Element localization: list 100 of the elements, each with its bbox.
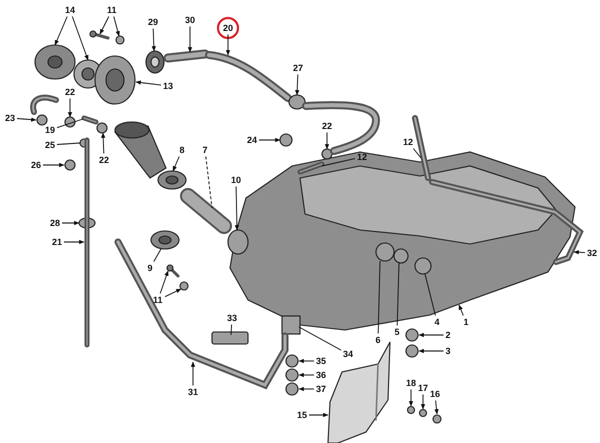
callout-number: 18 (405, 378, 418, 388)
callout-number: 22 (98, 154, 110, 166)
leader-line (56, 118, 84, 128)
hose-clamp (36, 114, 48, 126)
leader-line (298, 326, 342, 351)
callout-number: 3 (444, 346, 452, 356)
callout-number: 27 (292, 62, 304, 74)
leader-line (42, 162, 65, 168)
flange (157, 170, 187, 190)
leader-line (408, 389, 414, 407)
callout-number: 36 (315, 370, 328, 380)
callout-number: 35 (315, 356, 328, 366)
callout-number: 16 (429, 388, 442, 400)
washer (406, 406, 416, 414)
leader-line (190, 361, 196, 386)
leader-line (62, 220, 80, 226)
hose (30, 94, 59, 115)
washer (285, 354, 299, 368)
filler-hose (180, 188, 232, 234)
leader-line (298, 386, 314, 392)
pipe (412, 115, 431, 181)
callout-number: 24 (246, 134, 258, 146)
bolt (166, 264, 180, 278)
leader-line (378, 260, 380, 334)
leader-line (164, 288, 182, 298)
leader-line (396, 262, 400, 326)
callout-number: 10 (230, 174, 242, 186)
callout-number: 6 (374, 334, 382, 346)
flange (150, 230, 180, 250)
callout-number: 12 (356, 152, 368, 162)
leader-line (230, 324, 232, 336)
hose-clamp (321, 148, 333, 160)
leader-line (135, 80, 162, 86)
filler-cap (34, 44, 76, 80)
callout-number: 2 (444, 330, 452, 340)
callout-number: 23 (4, 112, 16, 124)
callout-number: 11 (106, 4, 118, 16)
leader-line (420, 394, 426, 410)
hose-clamp (96, 122, 108, 134)
nut (405, 344, 419, 358)
callout-number: 14 (64, 4, 76, 16)
drain-rod (84, 138, 90, 348)
leader-line (424, 274, 436, 316)
leader-line (160, 270, 168, 294)
callout-number: 7 (202, 144, 209, 156)
mounting-strap (114, 238, 288, 390)
washer (405, 328, 419, 342)
callout-number: 30 (184, 14, 196, 26)
callout-number: 34 (342, 348, 354, 360)
leader-line (172, 156, 180, 172)
callout-number: 11 (152, 294, 164, 306)
leader-line (324, 132, 330, 150)
leader-line (56, 142, 80, 145)
leader-line (234, 186, 240, 231)
bracket (281, 315, 301, 335)
hose-sleeve (227, 229, 249, 255)
callout-number: 20 (222, 22, 234, 34)
leader-line (418, 348, 444, 354)
callout-number: 22 (64, 86, 76, 98)
leader-line (152, 28, 156, 52)
leader-line (434, 400, 439, 415)
callout-number: 31 (187, 386, 200, 398)
leader-line (16, 117, 37, 122)
callout-number: 29 (147, 16, 160, 28)
callout-number: 37 (315, 384, 328, 394)
washer (285, 368, 299, 382)
hose-clamp (279, 133, 293, 147)
callout-number: 12 (402, 136, 414, 148)
leader-line (100, 16, 110, 34)
callout-number: 13 (162, 80, 174, 92)
callout-number: 8 (178, 144, 186, 156)
leader-line (113, 16, 120, 37)
hose (164, 50, 210, 62)
leader-line (68, 98, 72, 118)
hose-joint (288, 94, 306, 110)
leader-line (418, 332, 444, 338)
callout-number: 9 (146, 262, 154, 274)
leader-line (153, 248, 162, 262)
callout-number: 21 (51, 236, 64, 248)
callout-number: 1 (462, 316, 470, 328)
leader-line (322, 158, 356, 166)
leader-line (101, 132, 106, 154)
leader-line (295, 74, 300, 96)
leader-line (205, 156, 212, 208)
callout-number: 22 (321, 120, 334, 132)
leader-line (72, 16, 88, 60)
leader-line (458, 304, 464, 316)
mounting-ring (94, 55, 136, 105)
bolt (89, 30, 110, 40)
mounting-strap (429, 179, 584, 265)
leader-line (573, 250, 586, 254)
leader-line (298, 372, 314, 378)
callout-number: 5 (394, 326, 401, 338)
callout-number: 33 (226, 312, 238, 324)
nut (285, 382, 299, 396)
filler-neck (114, 121, 167, 179)
leader-line (226, 34, 230, 56)
leader-line (412, 148, 422, 158)
hose-clamp (64, 116, 76, 128)
hose-clamp (64, 159, 76, 171)
